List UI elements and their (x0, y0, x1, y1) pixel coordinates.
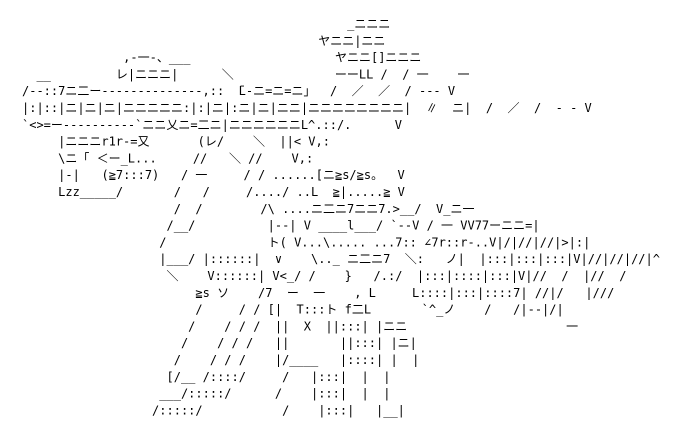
ascii-art-line: \ニ「 ＜ー_L... // ＼ // V,: (22, 151, 349, 165)
ascii-art-line: ヤニニ|ニニ (22, 34, 385, 48)
ascii-art-line: / ト( V...\..... ...7:: ∠7r::r-..V|/|//|/… (22, 235, 590, 249)
ascii-art-line: / / / / || ||:::| |ニ| (22, 336, 417, 350)
ascii-art-line: Lzz_____/ / / /..../ ..L ≧|.....≧ V (22, 185, 419, 199)
ascii-art-figure: _ニニニ ヤニニ|ニニ ,-一-、___ ヤニニ[]ニニニ __ レ|ニニニ| … (22, 16, 677, 421)
ascii-art-line: ≧s ソ /7 ー 一 , L L::::|:::|::::7| //|/ |/… (22, 286, 614, 300)
ascii-art-line: ,-一-、___ ヤニニ[]ニニニ (22, 51, 421, 65)
ascii-art-canvas: _ニニニ ヤニニ|ニニ ,-一-、___ ヤニニ[]ニニニ __ レ|ニニニ| … (22, 17, 660, 417)
ascii-art-line: [/__ /::::/ / |:::| | | (22, 370, 390, 384)
ascii-art-line: / / /\ ....ニ二ニ7ニニ7.>__/ V_ニ一 (22, 202, 496, 216)
ascii-art-line: /__/ |--| V ____l___/ `--V / 一 VV77ーニニ=| (22, 219, 540, 233)
ascii-art-line: __ レ|ニニニ| ＼ ーーLL / / 一 一 (22, 67, 571, 81)
ascii-art-line: |ニニニr1r-=又 (レ/ ＼ ||< V,: (22, 135, 366, 149)
ascii-art-line: / / / / || X ||:::| |ニニ 一 (22, 319, 578, 333)
ascii-art-line: ＼ V::::::| V<_/ / } /.:/ |:::|::::|:::|V… (22, 269, 626, 283)
ascii-art-line: ___/:::::/ / |:::| | | (22, 387, 390, 401)
ascii-art-line: `<>=ー----------`ニニ乂ニ=二ニ|ニニニニニニL^.::/. V (22, 118, 431, 132)
ascii-art-lines: _ニニニ ヤニニ|ニニ ,-一-、___ ヤニニ[]ニニニ __ レ|ニニニ| … (22, 17, 660, 417)
ascii-art-line: _ニニニ (22, 17, 390, 31)
ascii-art-line: |-| (≧7:::7) / 一 / / ......[ニ≧s/≧s。 V (22, 168, 434, 182)
ascii-art-line: /:::::/ / |:::| |__| (22, 403, 405, 417)
ascii-art-line: /--::7ニ二ー--------------,:: ̄L-ニ=ニ=ニ」 / ／… (22, 84, 484, 98)
ascii-art-line: / / / [| T:::ト f二L `^_ノ / /|--|/| (22, 303, 564, 317)
ascii-art-line: |___/ |::::::| ∨ \.._ ニ二ニ7 ＼: ノ| |:::|::… (22, 252, 660, 266)
ascii-art-line: |:|::|ニ|ニ|ニ|ニニニニニ:|:|ニ|:ニ|ニ|ニニ|ニニニニニニニニ|… (22, 101, 606, 115)
ascii-art-line: / / / / |/____ |::::| | | (22, 353, 419, 367)
